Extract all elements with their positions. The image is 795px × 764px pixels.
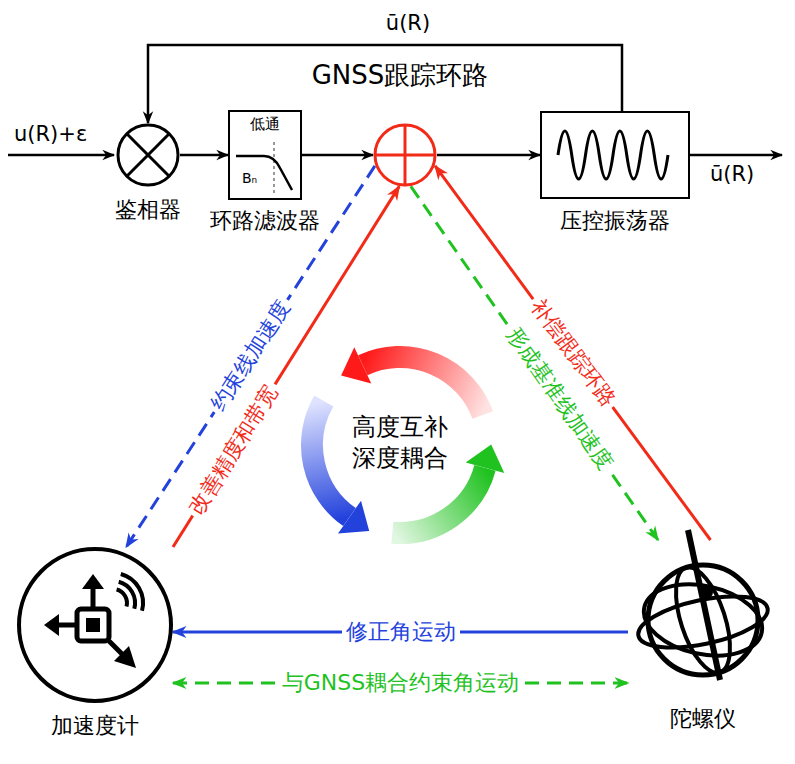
loop-title: GNSS跟踪环路 [312,60,489,91]
connector [437,154,540,157]
accelerometer-icon [17,547,173,703]
output-signal: ū(R) [710,162,754,187]
node-caption: 陀螺仪 [670,706,736,732]
node-text: 低通 [230,115,300,133]
node-text: Bₙ [242,170,257,187]
output-arrow [690,154,782,157]
loop-filter: 低通Bₙ环路滤波器 [228,110,302,200]
vco-box: 压控振荡器 [540,111,690,199]
edge-label: 与GNSS耦合约束角运动 [278,670,523,696]
gyroscope-icon [628,540,778,690]
edge-label: 修正角运动 [342,619,460,645]
connector [435,166,710,540]
accelerometer: 加速度计 [17,547,173,703]
cycle-arrows [312,347,504,533]
connector [302,154,373,157]
connector [126,166,375,547]
connector [411,186,658,540]
node-caption: 加速度计 [51,713,139,739]
input-signal: u(R)+ε [14,122,87,147]
summing-junction-symbol [373,123,437,187]
connector [180,154,228,157]
input-arrow [8,154,114,157]
edge-label: ū(R) [382,11,434,36]
node-caption: 压控振荡器 [560,208,670,234]
summing-junction [373,123,437,187]
node-text: 高度互补 深度耦合 [340,412,460,474]
phase-detector-symbol [116,123,180,187]
cycle-center: 高度互补 深度耦合 [340,412,460,479]
node-caption: 环路滤波器 [210,208,320,234]
node-caption: 鉴相器 [115,197,181,223]
connector [173,186,399,547]
phase-detector: 鉴相器 [116,123,180,187]
sine-wave-symbol [542,113,688,197]
gyroscope: 陀螺仪 [628,540,778,690]
